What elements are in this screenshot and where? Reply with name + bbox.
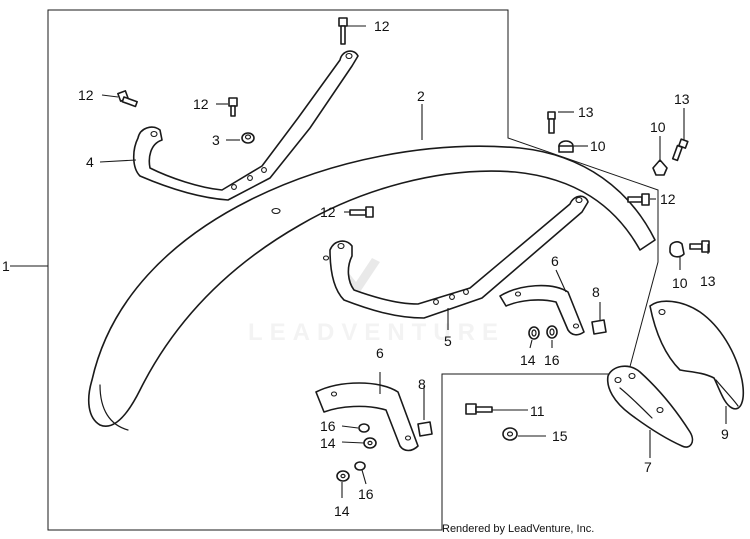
bolt-12-top[interactable] bbox=[338, 17, 348, 45]
bracket-6-upper[interactable] bbox=[499, 284, 585, 336]
nut-14-upper[interactable] bbox=[528, 326, 540, 340]
callout-10-a: 10 bbox=[590, 138, 606, 154]
callout-13-a: 13 bbox=[578, 104, 594, 120]
washer-10-a[interactable] bbox=[558, 140, 574, 153]
callout-labels: 1 2 3 4 5 6 6 7 8 8 9 10 10 10 11 12 12 … bbox=[2, 18, 729, 519]
bracket-6-lower[interactable] bbox=[315, 382, 419, 452]
bolt-12-left[interactable] bbox=[117, 90, 138, 108]
collar-8-lower[interactable] bbox=[417, 421, 433, 437]
callout-12-right: 12 bbox=[660, 191, 676, 207]
washer-10-c[interactable] bbox=[669, 241, 685, 258]
nut-14-lower-b[interactable] bbox=[336, 470, 350, 482]
callout-5: 5 bbox=[444, 333, 452, 349]
callout-16-upper: 16 bbox=[544, 352, 560, 368]
washer-10-b[interactable] bbox=[652, 159, 668, 176]
bolt-12-mid[interactable] bbox=[228, 97, 238, 117]
callout-12-mid: 12 bbox=[193, 96, 209, 112]
callout-12-center: 12 bbox=[320, 204, 336, 220]
callout-10-c: 10 bbox=[672, 275, 688, 291]
callout-8-lower: 8 bbox=[418, 376, 426, 392]
callout-16-lower-b: 16 bbox=[358, 486, 374, 502]
mount-plate-7[interactable] bbox=[606, 365, 694, 448]
leader-lines bbox=[10, 25, 727, 498]
washer-16-lower-a[interactable] bbox=[358, 423, 370, 433]
bolt-11[interactable] bbox=[465, 403, 493, 415]
watermark: LEADVENTURE bbox=[248, 258, 505, 346]
callout-8-upper: 8 bbox=[592, 284, 600, 300]
callout-6-upper: 6 bbox=[551, 253, 559, 269]
fender-upper-stay[interactable] bbox=[132, 50, 359, 201]
nut-3[interactable] bbox=[241, 132, 255, 144]
bolt-12-right[interactable] bbox=[627, 193, 650, 206]
callout-16-lower-a: 16 bbox=[320, 418, 336, 434]
washer-16-lower-b[interactable] bbox=[354, 461, 366, 471]
side-panel-9[interactable] bbox=[649, 300, 745, 410]
callout-13-c: 13 bbox=[700, 273, 716, 289]
assembly-frame bbox=[47, 9, 659, 531]
callout-3: 3 bbox=[212, 132, 220, 148]
front-fender[interactable] bbox=[87, 145, 656, 431]
render-credit: Rendered by LeadVenture, Inc. bbox=[442, 523, 595, 535]
bolt-13-a[interactable] bbox=[547, 111, 556, 134]
callout-9: 9 bbox=[721, 426, 729, 442]
callout-11: 11 bbox=[530, 403, 545, 419]
fender-lower-stay[interactable] bbox=[329, 195, 589, 319]
callout-12-top: 12 bbox=[374, 18, 390, 34]
callout-6-lower: 6 bbox=[376, 345, 384, 361]
watermark-text: LEADVENTURE bbox=[248, 319, 505, 346]
callout-7: 7 bbox=[644, 459, 652, 475]
washer-16-upper[interactable] bbox=[546, 325, 558, 339]
callout-12-left: 12 bbox=[78, 87, 94, 103]
callout-1: 1 bbox=[2, 258, 10, 274]
bolt-13-b[interactable] bbox=[671, 138, 689, 162]
bolt-13-c[interactable] bbox=[689, 240, 710, 253]
collar-8-upper[interactable] bbox=[591, 319, 607, 335]
callout-4: 4 bbox=[86, 154, 94, 170]
callout-14-lower-a: 14 bbox=[320, 435, 336, 451]
washer-15[interactable] bbox=[502, 427, 518, 441]
bolt-12-center[interactable] bbox=[349, 206, 374, 218]
callout-14-lower-b: 14 bbox=[334, 503, 350, 519]
callout-15: 15 bbox=[552, 428, 568, 444]
nut-14-lower-a[interactable] bbox=[363, 437, 377, 449]
callout-10-b: 10 bbox=[650, 119, 666, 135]
callout-2: 2 bbox=[417, 88, 425, 104]
callout-13-b: 13 bbox=[674, 91, 690, 107]
callout-14-upper: 14 bbox=[520, 352, 536, 368]
